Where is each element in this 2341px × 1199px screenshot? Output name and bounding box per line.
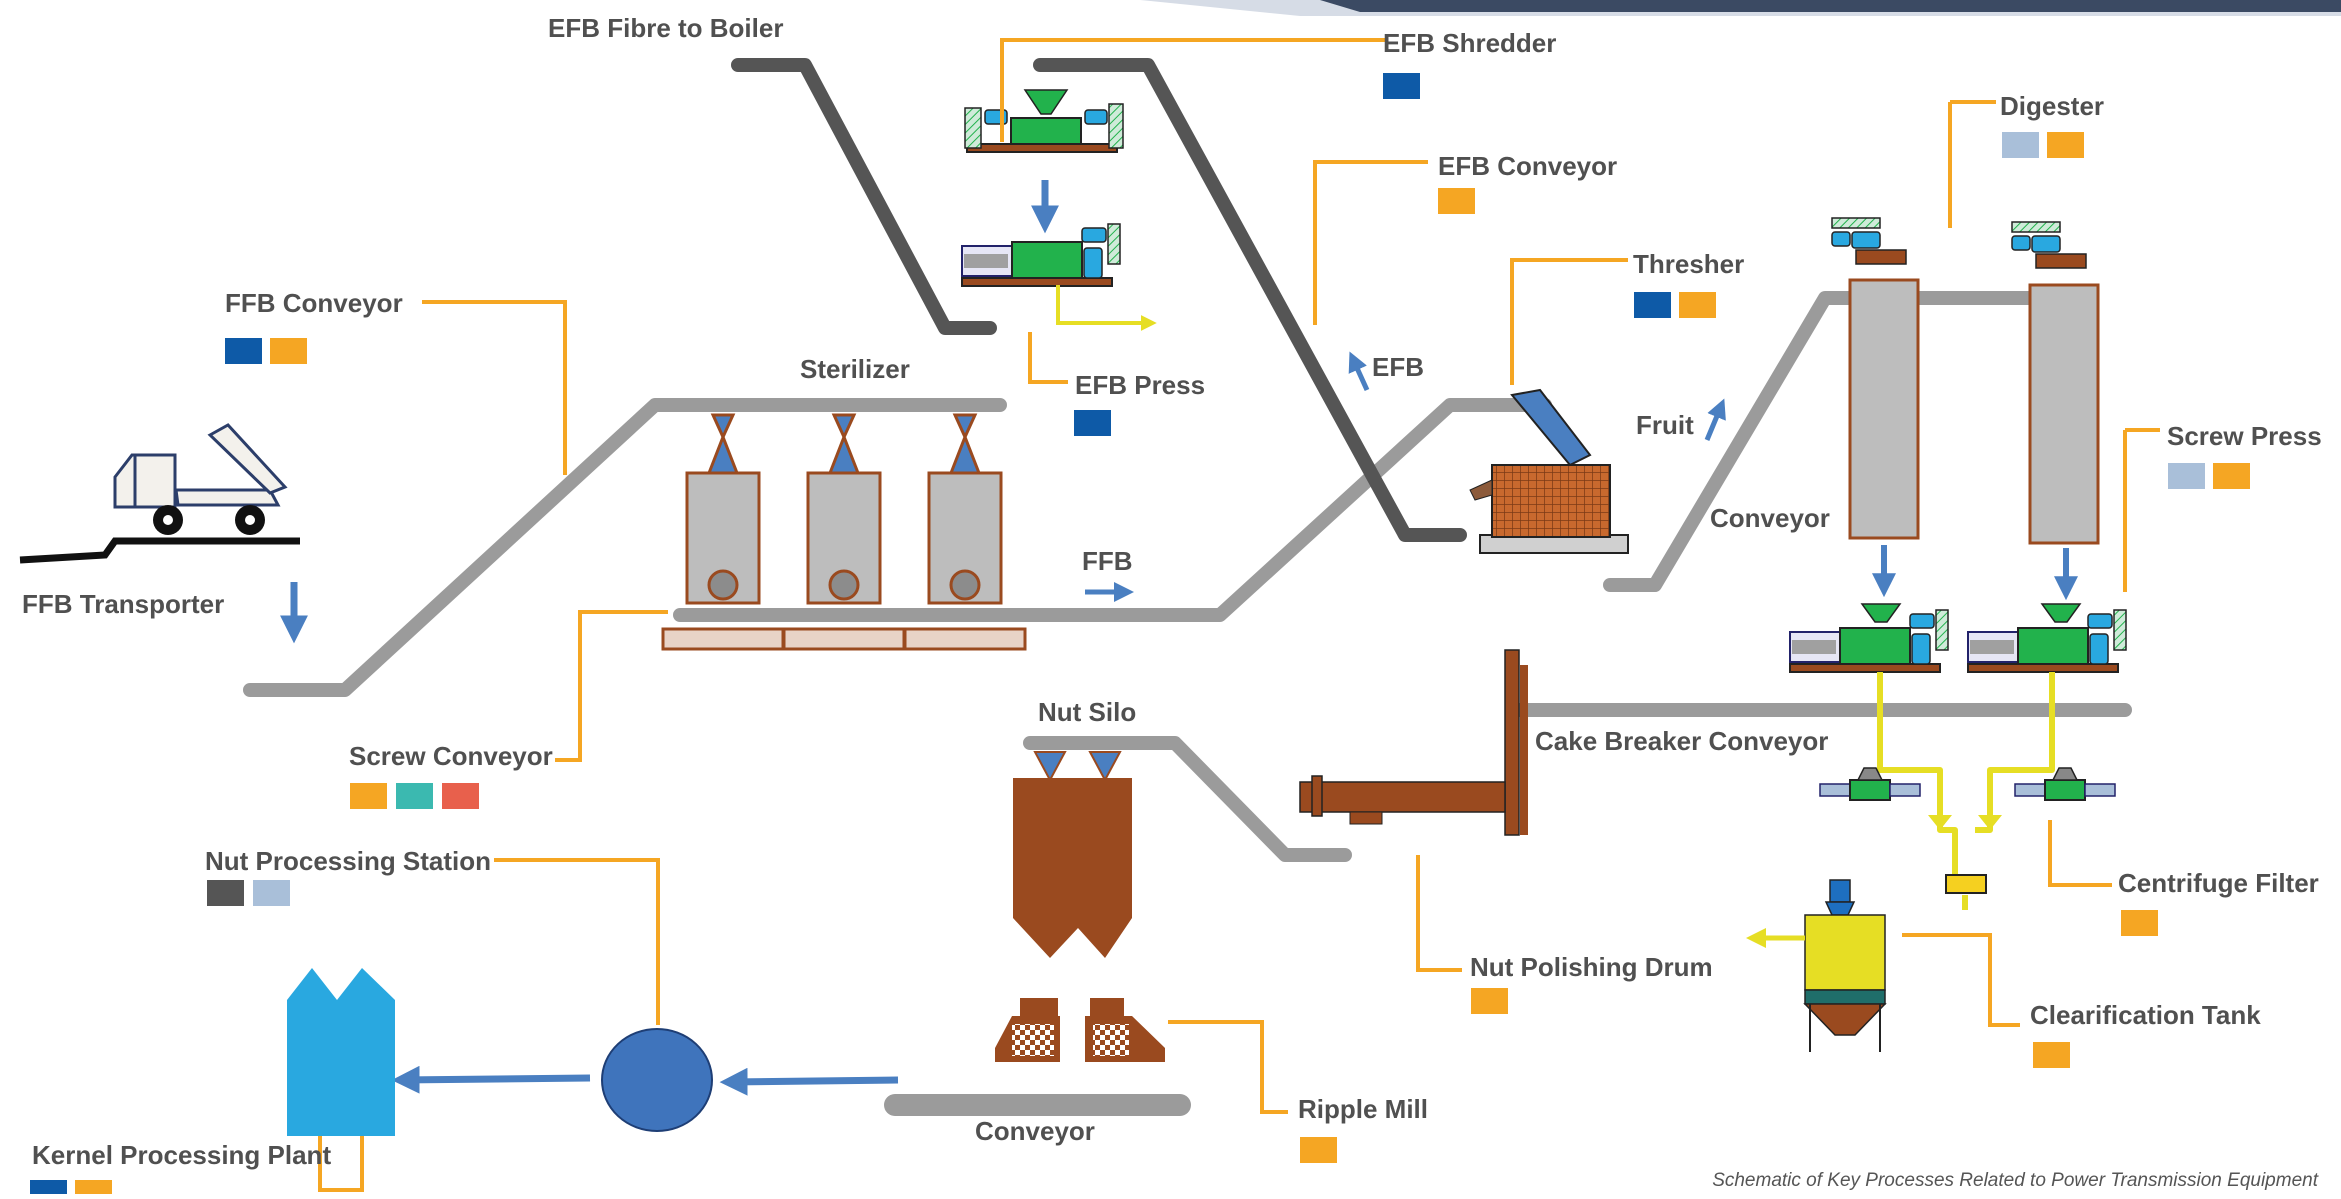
efb-shredder-machine xyxy=(964,89,1124,153)
oil-junction-box xyxy=(1945,874,1987,894)
label-ripple-mill: Ripple Mill xyxy=(1298,1094,1428,1124)
efb-fibre-belt xyxy=(731,58,997,335)
oil-line-arrowhead-1 xyxy=(1928,815,1952,830)
nut-processing-drum xyxy=(601,1028,713,1132)
fruit-up-arrow xyxy=(1704,398,1726,441)
label-kernel-processing-plant: Kernel Processing Plant xyxy=(32,1140,331,1170)
efb-press-machine xyxy=(961,223,1121,287)
swatch-efb-shredder xyxy=(1383,73,1420,99)
nut-silo-vessel xyxy=(1013,751,1132,958)
screw-press-machine-1 xyxy=(1789,609,1949,673)
label-efb-conveyor: EFB Conveyor xyxy=(1438,151,1617,181)
label-centrifuge-filter: Centrifuge Filter xyxy=(2118,868,2319,898)
label-clearification-tank: Clearification Tank xyxy=(2030,1000,2261,1030)
swatch-ffb-conveyor xyxy=(225,338,307,364)
label-fruit: Fruit xyxy=(1636,410,1694,440)
screw-press-machine-2 xyxy=(1967,609,2127,673)
swatch-efb-conveyor xyxy=(1438,188,1475,214)
label-efb-press: EFB Press xyxy=(1075,370,1205,400)
label-efb: EFB xyxy=(1372,352,1424,382)
screw-press-hoppers xyxy=(1860,603,2082,623)
swatch-nut-processing-station xyxy=(207,880,290,906)
label-sterilizer: Sterilizer xyxy=(800,354,910,384)
swatch-efb-press xyxy=(1074,410,1111,436)
nut-polishing-drum-unit xyxy=(1299,649,1528,836)
oil-line-arrowhead-2 xyxy=(1978,815,2002,830)
label-ffb-conveyor: FFB Conveyor xyxy=(225,288,403,318)
label-thresher: Thresher xyxy=(1633,249,1744,279)
label-digester: Digester xyxy=(2000,91,2104,121)
efb-up-arrow xyxy=(1348,351,1370,392)
swatch-clearification-tank xyxy=(2033,1042,2070,1068)
leader-lines xyxy=(318,38,2160,1192)
swatch-nut-polishing-drum xyxy=(1471,988,1508,1014)
conveyors xyxy=(243,58,2132,1116)
ripple-mill-left-arrow xyxy=(719,1067,899,1096)
ffb-transporter-truck xyxy=(19,423,300,564)
label-efb-shredder: EFB Shredder xyxy=(1383,28,1556,58)
label-efb-fibre-to-boiler: EFB Fibre to Boiler xyxy=(548,13,783,43)
label-conveyor-bottom: Conveyor xyxy=(975,1116,1095,1146)
label-screw-press: Screw Press xyxy=(2167,421,2322,451)
label-nut-polishing-drum: Nut Polishing Drum xyxy=(1470,952,1713,982)
figure-caption: Schematic of Key Processes Related to Po… xyxy=(1712,1170,2319,1191)
swatch-digester xyxy=(2002,132,2084,158)
label-cake-breaker-conveyor: Cake Breaker Conveyor xyxy=(1535,726,1828,756)
nut-station-left-arrow xyxy=(391,1065,591,1094)
swatch-thresher xyxy=(1634,292,1716,318)
ffb-conveyor-belt xyxy=(243,398,1007,697)
swatch-screw-press xyxy=(2168,463,2250,489)
kernel-processing-building xyxy=(287,968,395,1136)
efb-conveyor-belt xyxy=(1033,58,1467,542)
swatch-kernel-processing-plant xyxy=(30,1180,112,1194)
swatch-screw-conveyor xyxy=(350,783,479,809)
thresher-machine xyxy=(1469,388,1629,554)
sterilizer-exit-belt xyxy=(673,398,1552,622)
fruit-conveyor-belt xyxy=(1603,291,2067,592)
efb-press-outlet xyxy=(1056,285,1157,331)
header-banner xyxy=(1140,0,2341,16)
ripple-mill-machine xyxy=(995,998,1165,1062)
swatch-centrifuge-filter xyxy=(2121,910,2158,936)
label-ffb: FFB xyxy=(1082,546,1133,576)
digester-vessels xyxy=(1831,217,2100,545)
label-nut-silo: Nut Silo xyxy=(1038,697,1136,727)
label-screw-conveyor: Screw Conveyor xyxy=(349,741,553,771)
nut-silo-belt xyxy=(1023,736,1352,862)
clearification-tank-vessel xyxy=(1803,879,1968,1052)
label-conveyor-right: Conveyor xyxy=(1710,503,1830,533)
label-ffb-transporter: FFB Transporter xyxy=(22,589,224,619)
swatch-ripple-mill xyxy=(1300,1137,1337,1163)
label-nut-processing-station: Nut Processing Station xyxy=(205,846,491,876)
